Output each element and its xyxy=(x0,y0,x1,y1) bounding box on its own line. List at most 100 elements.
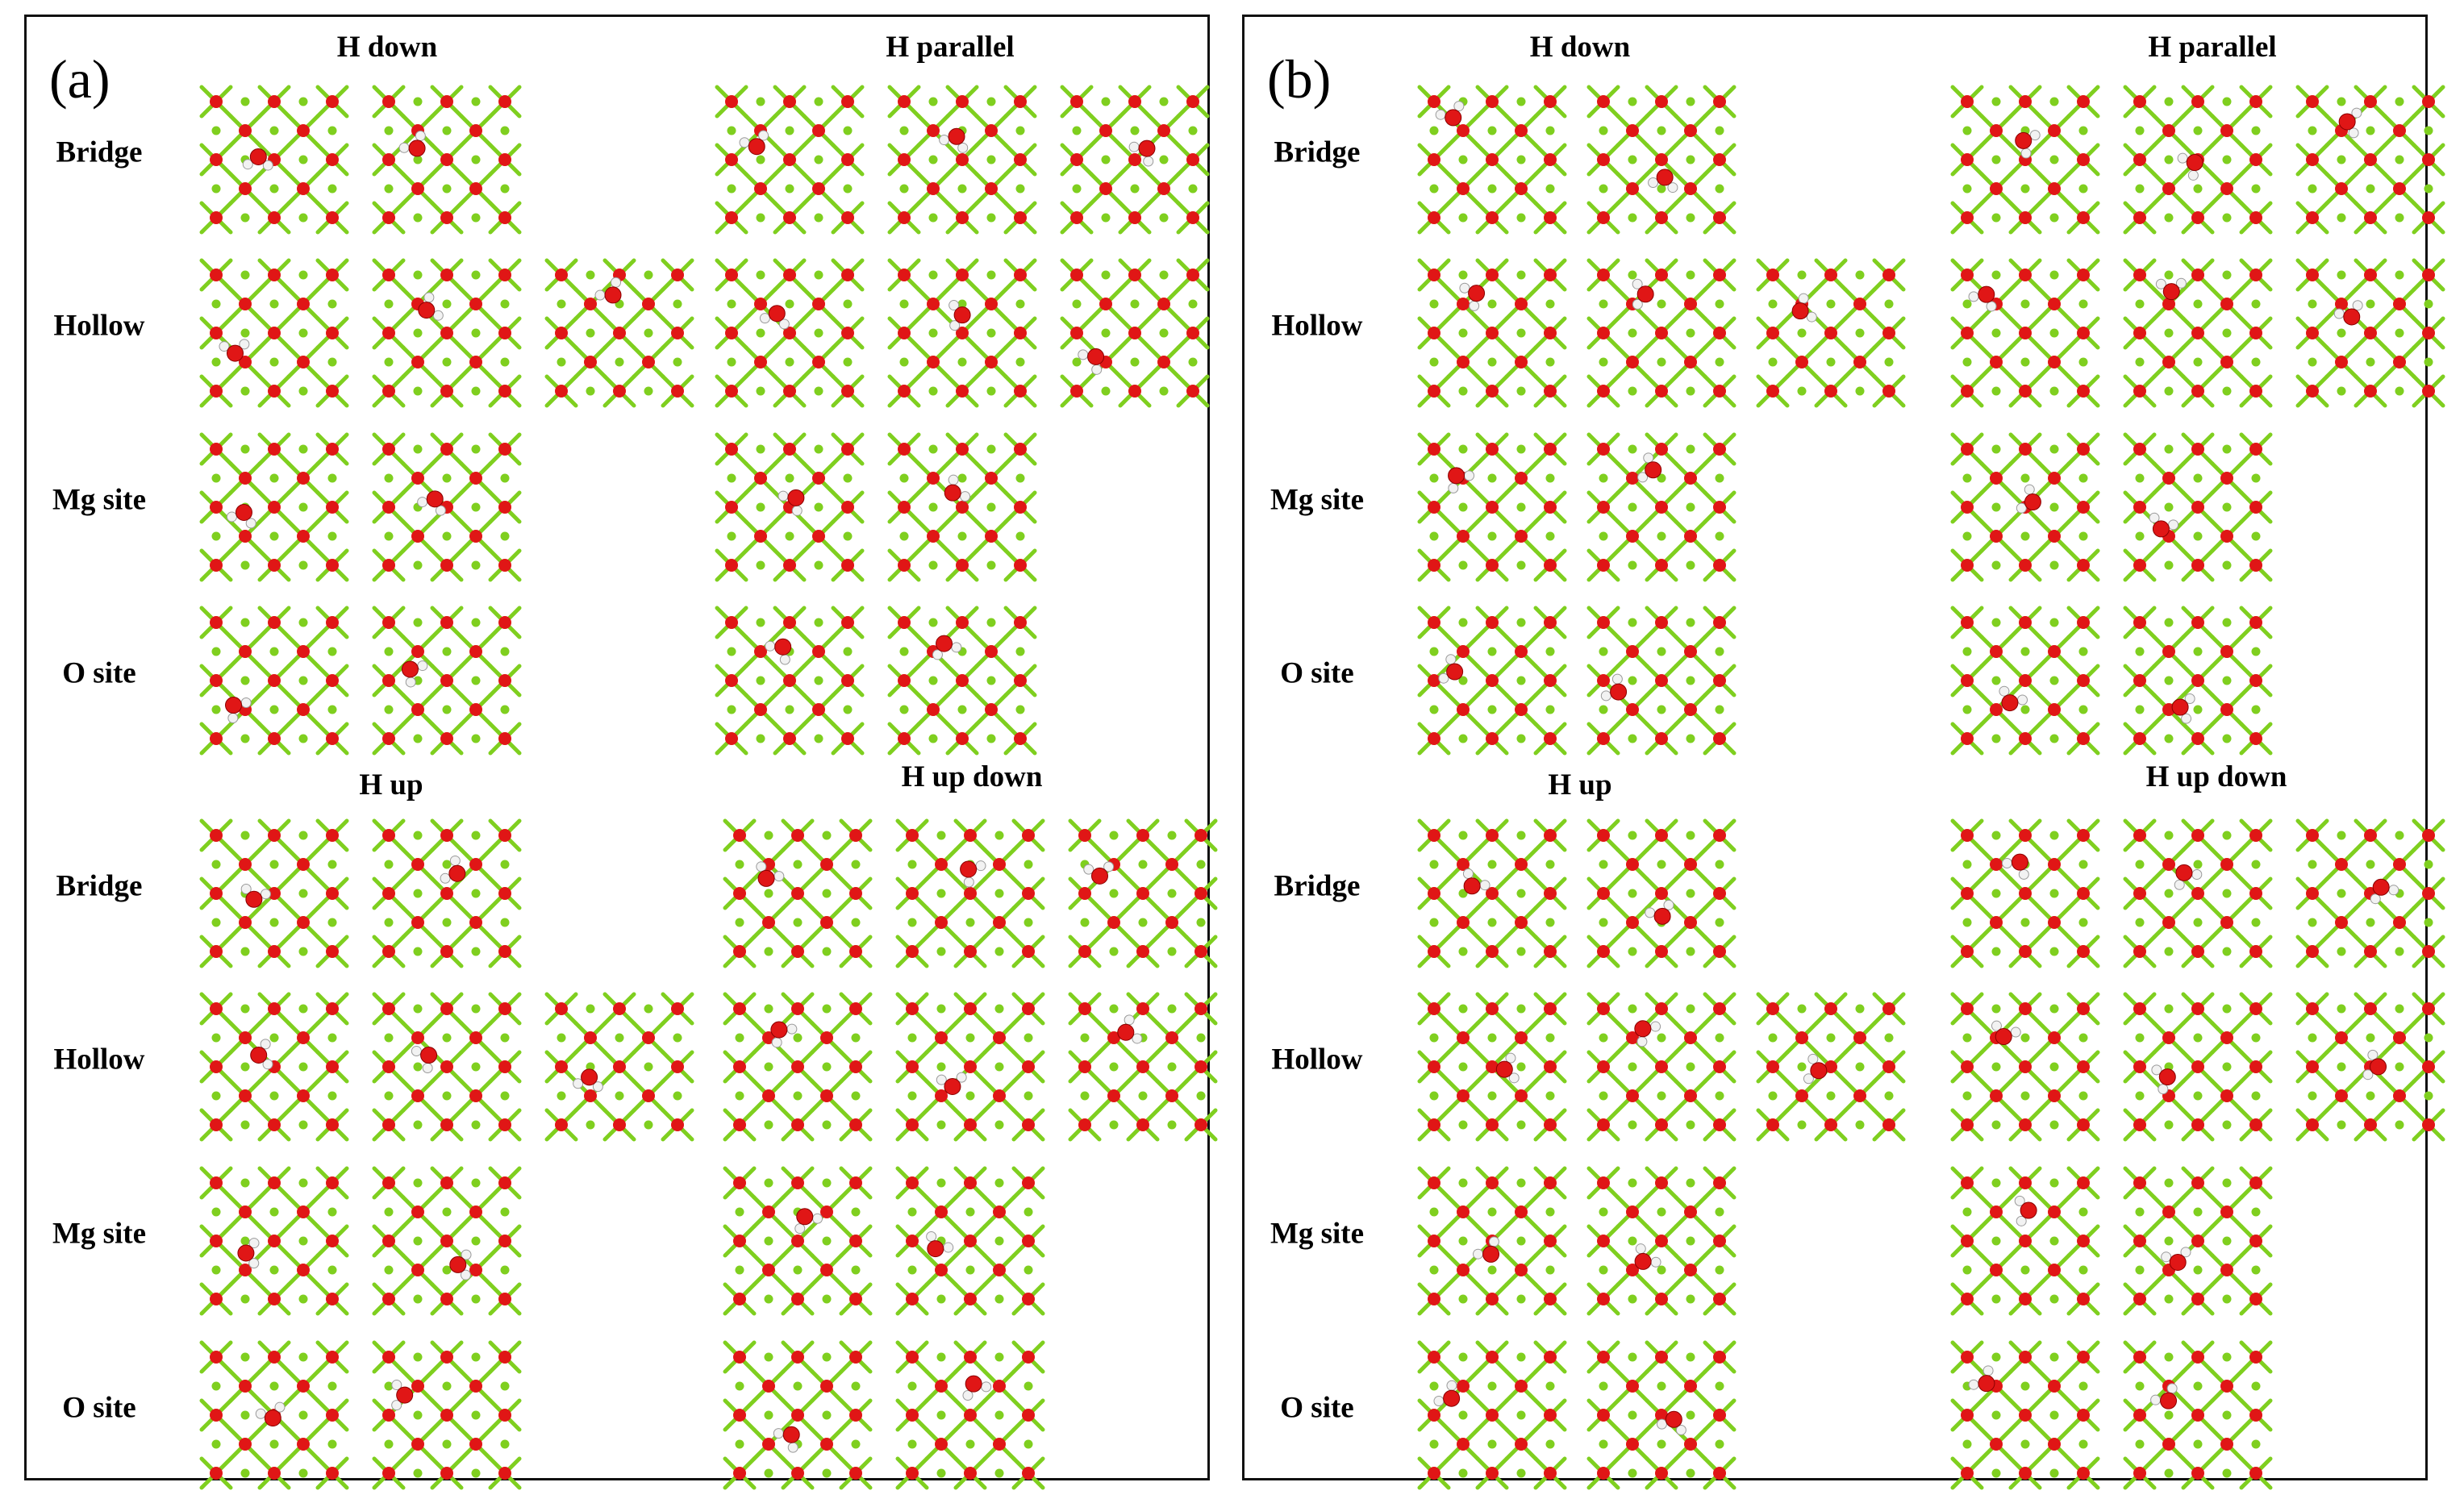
oxygen-atom xyxy=(2306,95,2319,108)
oxygen-atom xyxy=(2133,95,2146,108)
hydrogen-atom xyxy=(219,341,230,352)
oxygen-atom xyxy=(1626,124,1639,137)
magnesium-atom xyxy=(1686,734,1695,743)
oxygen-atom xyxy=(2306,1002,2319,1015)
hydrogen-atom xyxy=(2181,713,2192,724)
oxygen-atom xyxy=(2133,1002,2146,1015)
magnesium-atom xyxy=(211,531,221,541)
oxygen-atom xyxy=(671,269,684,281)
oxygen-atom xyxy=(1486,1118,1499,1131)
magnesium-atom xyxy=(384,705,394,714)
oxygen-atom xyxy=(1457,1264,1470,1276)
magnesium-atom xyxy=(240,213,250,223)
magnesium-atom xyxy=(1015,473,1025,483)
oxygen-atom xyxy=(1515,645,1528,658)
oxygen-atom xyxy=(820,916,833,929)
oxygen-atom xyxy=(1078,829,1091,842)
panel-a: (a) H down H parallel H up H up down Bri… xyxy=(24,15,1218,1490)
oxygen-atom xyxy=(791,1467,804,1480)
oxygen-atom xyxy=(1428,269,1440,281)
magnesium-atom xyxy=(1458,947,1468,956)
oxygen-atom xyxy=(2364,211,2377,224)
row-label-mg-site: Mg site xyxy=(1270,1217,1365,1251)
oxygen-atom xyxy=(733,887,746,900)
magnesium-atom xyxy=(500,1265,510,1275)
oxygen-atom xyxy=(210,269,223,281)
oxygen-atom xyxy=(1882,1002,1895,1015)
oxygen-atom xyxy=(2133,443,2146,456)
magnesium-atom xyxy=(793,1265,803,1275)
mgo-slab-structure xyxy=(2123,606,2273,756)
magnesium-atom xyxy=(1768,299,1778,309)
magnesium-atom xyxy=(471,618,481,627)
oxygen-atom xyxy=(1597,1409,1610,1422)
magnesium-atom xyxy=(2020,1091,2030,1101)
oxygen-atom xyxy=(849,945,862,958)
hydrogen-atom xyxy=(1807,1053,1819,1064)
magnesium-atom xyxy=(1962,184,1972,194)
oxygen-atom xyxy=(642,356,655,369)
oxygen-atom xyxy=(2162,645,2175,658)
oxygen-atom xyxy=(927,530,940,543)
magnesium-atom xyxy=(211,1265,221,1275)
water-oxygen-atom xyxy=(1482,1245,1500,1263)
magnesium-atom xyxy=(413,618,423,627)
oxygen-atom xyxy=(1990,916,2003,929)
oxygen-atom xyxy=(1486,945,1499,958)
magnesium-atom xyxy=(1991,213,2001,223)
oxygen-atom xyxy=(1165,858,1178,871)
oxygen-atom xyxy=(1626,1438,1639,1451)
magnesium-atom xyxy=(442,299,452,309)
magnesium-atom xyxy=(899,126,909,135)
oxygen-atom xyxy=(1961,327,1974,339)
oxygen-atom xyxy=(1961,559,1974,572)
magnesium-atom xyxy=(2135,1091,2145,1101)
magnesium-atom xyxy=(1657,1381,1666,1391)
oxygen-atom xyxy=(927,472,940,485)
row-label-bridge: Bridge xyxy=(1274,135,1361,169)
mgo-slab-structure xyxy=(723,1166,873,1316)
magnesium-atom xyxy=(1516,1178,1526,1188)
magnesium-atom xyxy=(1991,1294,2001,1304)
magnesium-atom xyxy=(2049,386,2059,396)
magnesium-atom xyxy=(1715,531,1724,541)
magnesium-atom xyxy=(500,184,510,194)
magnesium-atom xyxy=(1826,1033,1836,1043)
magnesium-atom xyxy=(240,1352,250,1362)
magnesium-atom xyxy=(1458,155,1468,164)
water-oxygen-atom xyxy=(604,286,622,304)
hydrogen-atom xyxy=(926,1230,937,1242)
oxygen-atom xyxy=(2220,1205,2233,1218)
magnesium-atom xyxy=(1458,560,1468,570)
oxygen-atom xyxy=(1428,1235,1440,1247)
oxygen-atom xyxy=(469,1264,482,1276)
oxygen-atom xyxy=(1626,356,1639,369)
magnesium-atom xyxy=(1884,1091,1894,1101)
water-oxygen-atom xyxy=(1446,663,1464,681)
magnesium-atom xyxy=(413,734,423,743)
oxygen-atom xyxy=(1713,559,1726,572)
oxygen-atom xyxy=(820,858,833,871)
magnesium-atom xyxy=(986,213,996,223)
oxygen-atom xyxy=(927,124,940,137)
hydrogen-atom xyxy=(1464,470,1475,481)
mgo-slab-structure xyxy=(1950,606,2100,756)
oxygen-atom xyxy=(210,1118,223,1131)
water-oxygen-atom xyxy=(944,484,961,502)
oxygen-atom xyxy=(1107,1031,1120,1044)
oxygen-atom xyxy=(1597,95,1610,108)
oxygen-atom xyxy=(469,858,482,871)
mgo-slab-structure xyxy=(2123,992,2273,1142)
hydrogen-atom xyxy=(260,889,271,900)
oxygen-atom xyxy=(411,645,424,658)
oxygen-atom xyxy=(1544,1235,1557,1247)
magnesium-atom xyxy=(2078,531,2088,541)
oxygen-atom xyxy=(2364,269,2377,281)
oxygen-atom xyxy=(1457,530,1470,543)
oxygen-atom xyxy=(2249,443,2262,456)
magnesium-atom xyxy=(1516,1410,1526,1420)
magnesium-atom xyxy=(1545,357,1555,367)
magnesium-atom xyxy=(1962,126,1972,135)
magnesium-atom xyxy=(851,1265,861,1275)
oxygen-atom xyxy=(2191,1002,2204,1015)
